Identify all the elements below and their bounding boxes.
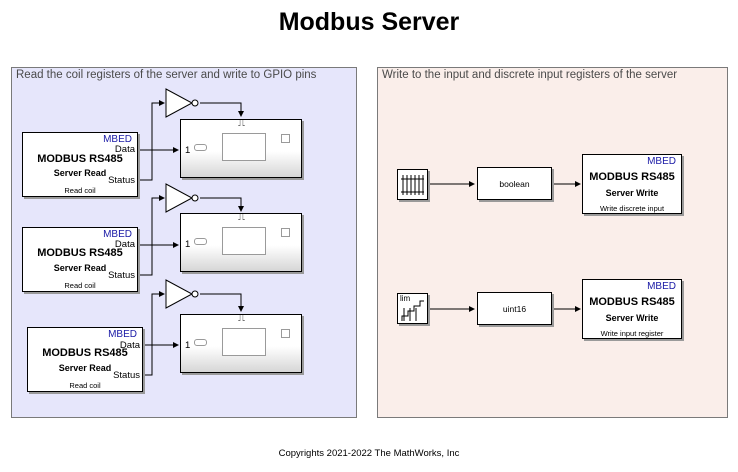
copyright-notice: Copyrights 2021-2022 The MathWorks, Inc [278,448,460,459]
server-read-block-2[interactable]: MBED Data MODBUS RS485 Server Read Statu… [22,227,138,292]
led-icon [281,329,290,338]
block-title: MODBUS RS485 [589,296,675,308]
coil-read-area-label: Read the coil registers of the server an… [16,69,317,81]
register-write-area-label: Write to the input and discrete input re… [382,69,678,81]
convert-boolean-block[interactable]: boolean [477,167,552,200]
input-port-label: 1 [185,239,191,250]
board-icon [222,328,266,356]
vendor-label: MBED [108,329,137,340]
block-caption: Read coil [64,186,96,195]
server-write-block-2[interactable]: MBED MODBUS RS485 Server Write Write inp… [582,279,682,339]
block-title: MODBUS RS485 [42,347,128,359]
pulse-generator-block[interactable] [397,169,428,200]
server-write-block-1[interactable]: MBED MODBUS RS485 Server Write Write dis… [582,154,682,214]
wire-group-row-1 [138,88,244,181]
not-gate-icon [165,88,194,118]
block-caption: Write input register [600,329,664,338]
pulse-icon: ⎍ [238,313,245,324]
pin-icon [194,339,207,346]
convert-label: boolean [499,179,530,189]
block-caption: Read coil [64,281,96,290]
block-subtitle: Server Write [605,188,659,198]
not-gate-icon [165,183,194,213]
vendor-label: MBED [103,134,132,145]
block-subtitle: Server Read [53,168,107,178]
input-port-label: 1 [185,340,191,351]
pin-icon [194,238,207,245]
board-icon [222,227,266,255]
step-limit-block[interactable]: lim [397,293,428,324]
register-write-area[interactable]: Write to the input and discrete input re… [377,67,728,418]
pulse-generator-icon [401,175,424,195]
server-read-block-3[interactable]: MBED Data MODBUS RS485 Server Read Statu… [27,327,143,392]
pin-icon [194,144,207,151]
block-caption: Read coil [69,381,101,390]
pulse-icon: ⎍ [238,212,245,223]
block-subtitle: Server Write [605,313,659,323]
block-title: MODBUS RS485 [37,247,123,259]
wire-group-row-2 [138,183,244,276]
server-read-block-1[interactable]: MBED Data MODBUS RS485 Server Read Statu… [22,132,138,197]
port-data-label: Data [119,340,140,351]
limit-label: lim [400,294,411,303]
step-limit-icon [401,300,424,321]
digital-write-block-1[interactable]: 1 ⎍ [180,118,302,178]
vendor-label: MBED [647,281,676,292]
vendor-label: MBED [647,156,676,167]
block-subtitle: Server Read [53,263,107,273]
led-icon [281,228,290,237]
pulse-icon: ⎍ [238,118,245,129]
convert-uint16-block[interactable]: uint16 [477,292,552,325]
board-icon [222,133,266,161]
port-status-label: Status [113,370,140,381]
not-gate-icon [165,279,194,309]
vendor-label: MBED [103,229,132,240]
led-icon [281,134,290,143]
block-subtitle: Server Read [58,363,112,373]
block-title: MODBUS RS485 [37,153,123,165]
digital-write-block-2[interactable]: 1 ⎍ [180,212,302,272]
digital-write-block-3[interactable]: 1 ⎍ [180,313,302,373]
port-data-label: Data [114,239,135,250]
wire-group-row-3 [143,279,244,376]
input-port-label: 1 [185,145,191,156]
convert-label: uint16 [502,304,527,314]
port-status-label: Status [108,270,135,281]
block-caption: Write discrete input [599,204,665,213]
page-title: Modbus Server [278,8,460,36]
port-status-label: Status [108,175,135,186]
block-title: MODBUS RS485 [589,171,675,183]
port-data-label: Data [114,144,135,155]
